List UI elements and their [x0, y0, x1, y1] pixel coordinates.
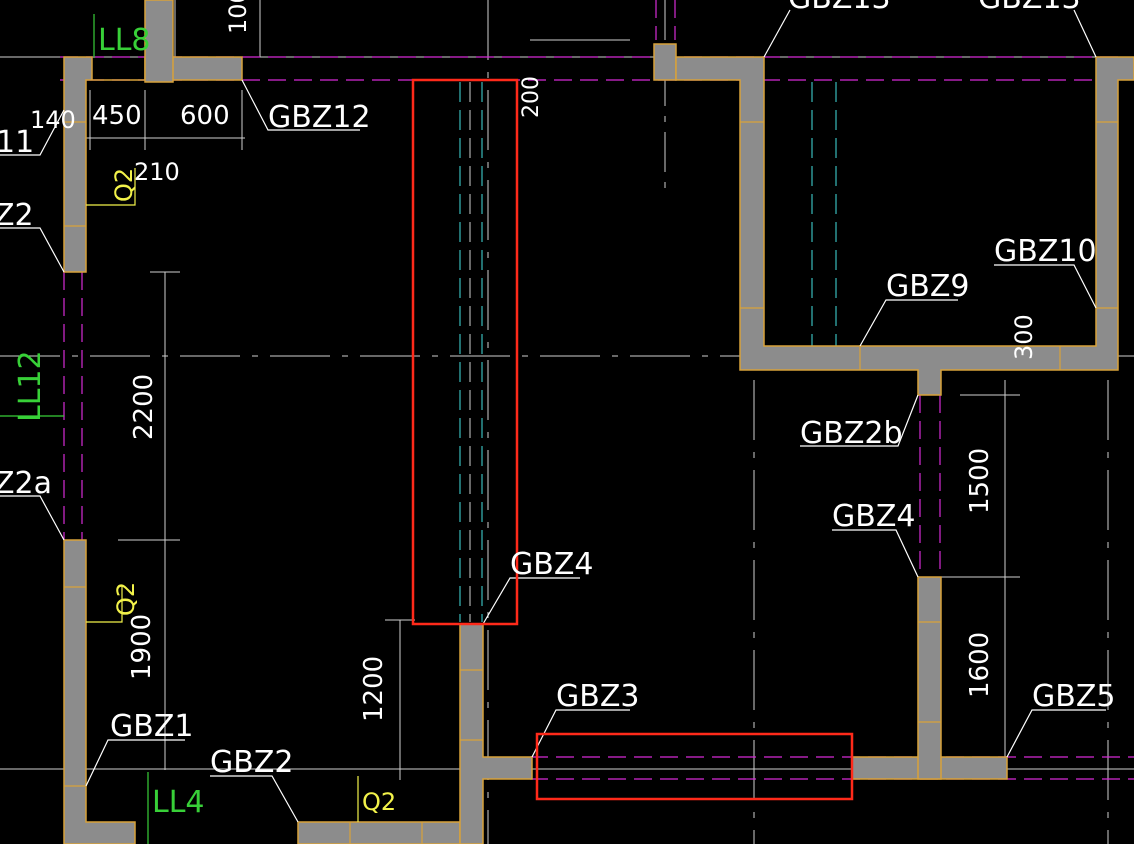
- label-gbz9: GBZ9: [886, 269, 969, 304]
- label-gbz13-right: GBZ13: [978, 0, 1081, 16]
- leader-gbz9: [859, 299, 958, 347]
- leader-lines: [0, 9, 1106, 823]
- label-q2-mid: Q2: [112, 582, 140, 616]
- label-gbz5: GBZ5: [1032, 679, 1115, 714]
- dim-100: 100: [224, 0, 252, 34]
- label-q2-top: Q2: [110, 168, 138, 202]
- leader-q2-top: [86, 168, 136, 206]
- label-gbz13: GBZ13: [788, 0, 891, 16]
- leader-gbz13-right: [1073, 9, 1097, 58]
- beam-dashes: [60, 0, 1134, 780]
- wall-labels: Q2 Q2 Q2: [110, 168, 396, 816]
- leader-gbz13: [763, 9, 791, 58]
- leader-gbz12: [241, 79, 360, 131]
- dimension-labels: 450 600 140 210 100 200 2200 1900 1200 3…: [30, 0, 1038, 722]
- leader-gbz1: [85, 739, 185, 787]
- dim-1200: 1200: [359, 656, 389, 722]
- label-gbz3: GBZ3: [556, 679, 639, 714]
- wall-segment: [63, 56, 243, 273]
- wall-segment: [297, 821, 461, 844]
- dim-450: 450: [92, 101, 142, 131]
- dim-1900: 1900: [127, 614, 157, 680]
- label-ll8: LL8: [98, 23, 151, 58]
- dim-200: 200: [519, 76, 544, 118]
- wall-segment: [459, 623, 533, 844]
- label-gbz2-top: Z2: [0, 198, 34, 233]
- dim-210: 210: [134, 158, 180, 186]
- wall-leaders: [86, 168, 359, 822]
- highlight-box-column[interactable]: [411, 78, 519, 626]
- wall-segment: [144, 0, 174, 83]
- component-labels: GBZ12 11 Z2 Z2a GBZ4 GBZ1 GBZ2 GBZ3 GBZ5…: [0, 0, 1115, 780]
- label-gbz1: GBZ1: [110, 709, 193, 744]
- leader-gbz5: [1006, 709, 1106, 758]
- label-gbz2b: GBZ2b: [800, 416, 903, 451]
- label-gbz11: 11: [0, 125, 34, 160]
- label-ll4: LL4: [152, 785, 205, 820]
- label-q2-bottom: Q2: [362, 788, 396, 816]
- dim-1500: 1500: [965, 448, 995, 514]
- leader-gbz3: [531, 709, 630, 758]
- wall-segment: [63, 539, 136, 844]
- label-gbz2-bottom: GBZ2: [210, 745, 293, 780]
- leader-gbz4-right: [832, 529, 919, 578]
- cyan-dashes: [459, 82, 837, 622]
- label-ll12: LL12: [13, 350, 48, 422]
- leader-gbz11: [0, 109, 65, 156]
- leader-gbz2-bottom: [210, 775, 299, 823]
- leader-gbz2b: [800, 394, 919, 447]
- highlights: [411, 78, 854, 801]
- leader-gbz2a: [0, 495, 65, 541]
- wall-segment: [653, 43, 677, 81]
- leader-q2-mid: [86, 585, 123, 623]
- dim-140: 140: [30, 106, 76, 134]
- label-gbz2a: Z2a: [0, 466, 52, 501]
- walls: [63, 0, 1134, 844]
- highlight-box-beam[interactable]: [535, 732, 854, 801]
- beam-labels: LL8 LL12 LL4: [13, 23, 205, 820]
- dim-1600: 1600: [965, 632, 995, 698]
- wall-joints: [64, 121, 1118, 844]
- dim-2200: 2200: [129, 374, 159, 440]
- label-gbz12: GBZ12: [268, 100, 371, 135]
- beam-leaders: [0, 14, 149, 844]
- label-gbz4-right: GBZ4: [832, 499, 915, 534]
- leader-gbz10: [994, 264, 1097, 309]
- wall-segment: [675, 56, 1134, 396]
- wall-segment: [917, 576, 942, 780]
- leader-gbz2-top: [0, 227, 65, 273]
- label-gbz4-center: GBZ4: [510, 547, 593, 582]
- leader-gbz4-center: [482, 577, 580, 625]
- dim-300: 300: [1010, 314, 1038, 360]
- label-gbz10: GBZ10: [994, 234, 1097, 269]
- dim-600: 600: [180, 101, 230, 131]
